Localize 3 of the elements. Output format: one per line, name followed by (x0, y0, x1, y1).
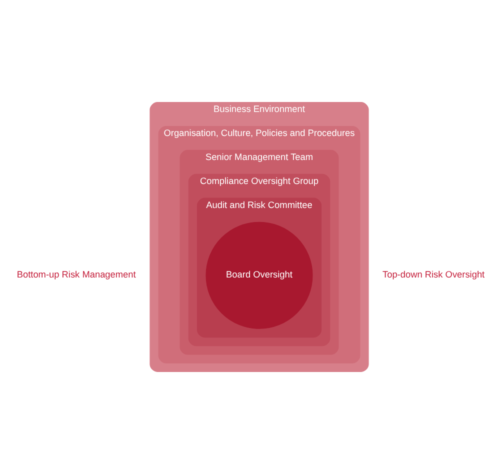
label: Top-down Risk Oversight (382, 270, 485, 280)
node-circle: Board Oversight (206, 222, 313, 329)
label: Bottom-up Risk Management (16, 270, 136, 280)
